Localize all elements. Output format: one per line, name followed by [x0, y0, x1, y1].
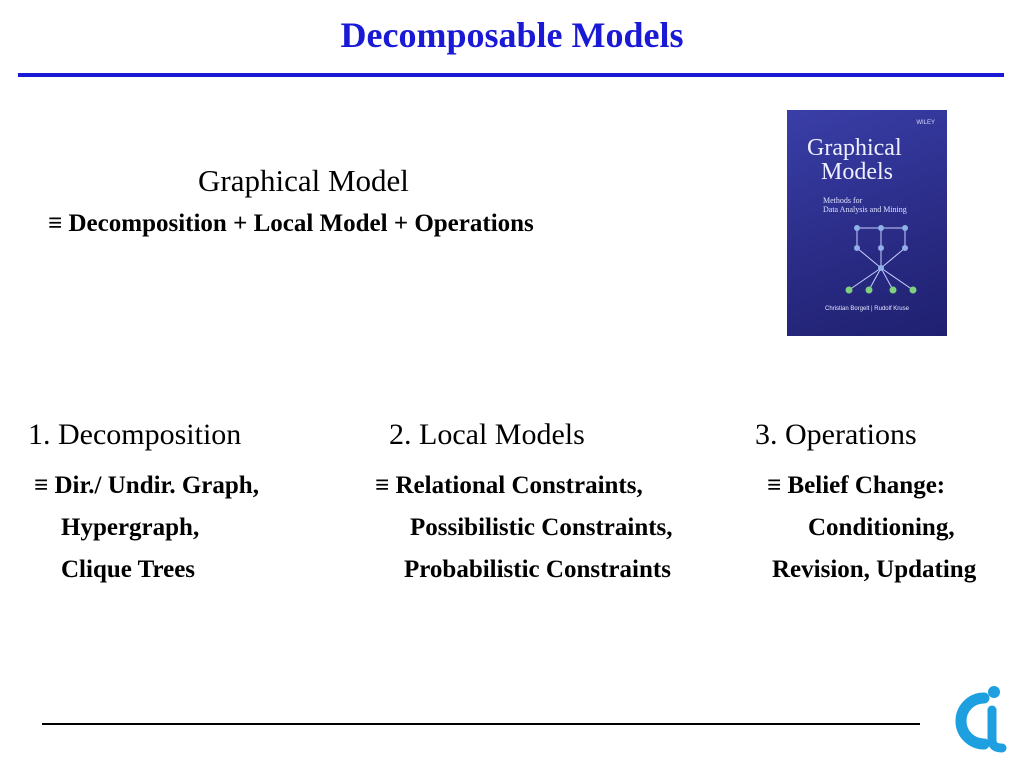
book-publisher: WILEY — [916, 120, 935, 126]
title-underline — [18, 73, 1004, 77]
book-title-line1: Graphical — [807, 135, 902, 161]
operations-line-2: Conditioning, — [808, 514, 955, 541]
book-title: Graphical Models — [807, 136, 902, 184]
operations-line-3: Revision, Updating — [772, 556, 977, 583]
graphical-model-heading: Graphical Model — [198, 163, 409, 198]
book-cover-image: WILEY Graphical Models Methods for Data … — [787, 110, 947, 336]
book-title-line2: Models — [821, 159, 893, 185]
operations-line-1: ≡ Belief Change: — [767, 472, 946, 499]
decomposition-line-3: Clique Trees — [61, 556, 196, 583]
book-subtitle: Methods for Data Analysis and Mining — [823, 196, 907, 214]
column-heading-operations: 3. Operations — [755, 418, 917, 451]
book-subtitle-line1: Methods for — [823, 196, 863, 205]
decomposition-line-2: Hypergraph, — [61, 514, 200, 541]
graphical-model-definition: ≡ Decomposition + Local Model + Operatio… — [48, 210, 534, 237]
ci-logo-icon — [955, 686, 1007, 753]
footer-rule — [42, 723, 920, 725]
slide-title: Decomposable Models — [340, 15, 684, 55]
column-heading-local-models: 2. Local Models — [389, 418, 585, 451]
book-network-graphic — [845, 225, 917, 294]
local-models-line-3: Probabilistic Constraints — [404, 556, 671, 583]
decomposition-line-1: ≡ Dir./ Undir. Graph, — [34, 472, 259, 499]
book-authors: Christian Borgelt | Rudolf Kruse — [825, 306, 909, 312]
local-models-line-2: Possibilistic Constraints, — [410, 514, 673, 541]
column-heading-decomposition: 1. Decomposition — [28, 418, 242, 451]
local-models-line-1: ≡ Relational Constraints, — [375, 472, 643, 499]
book-subtitle-line2: Data Analysis and Mining — [823, 205, 907, 214]
